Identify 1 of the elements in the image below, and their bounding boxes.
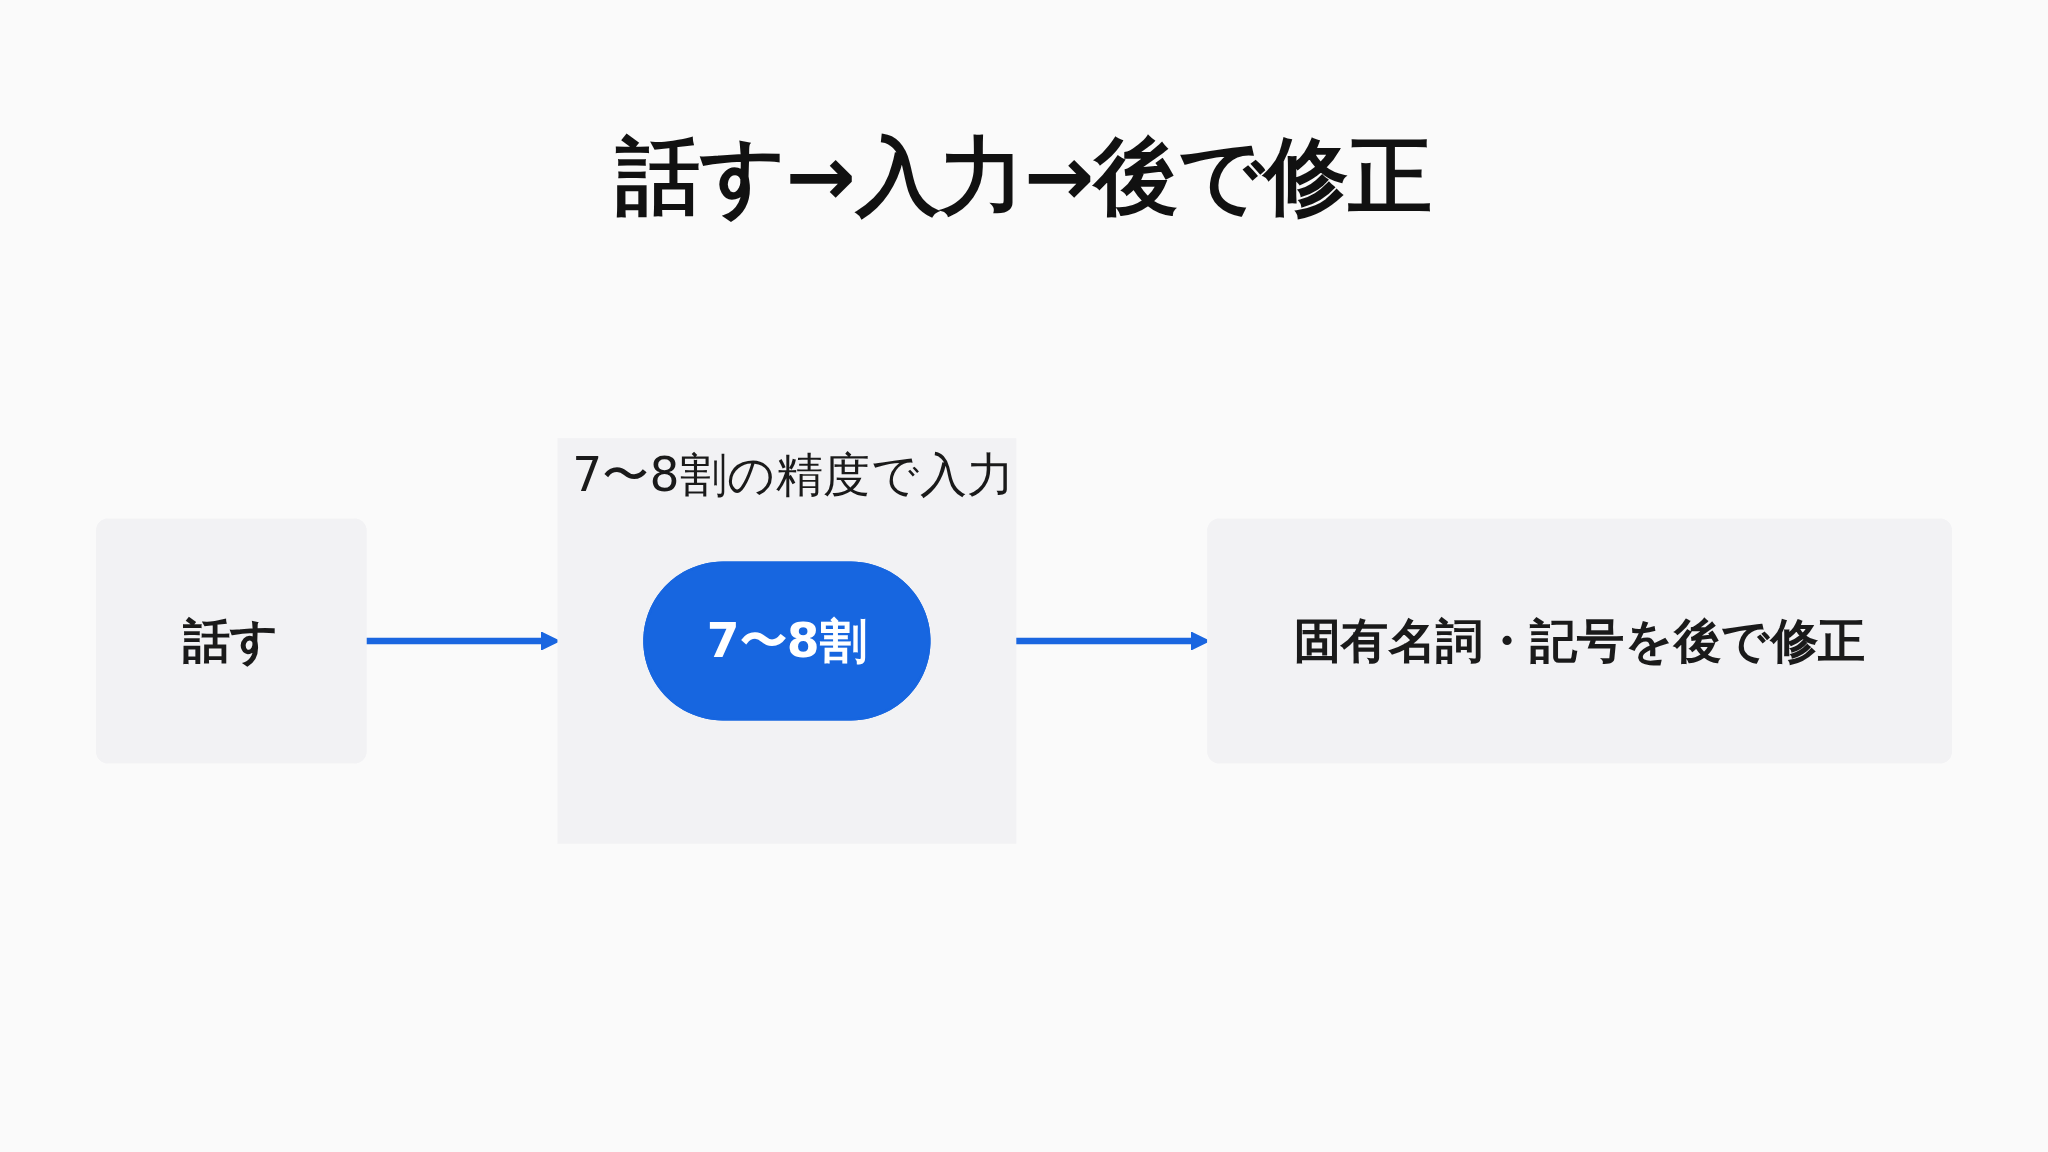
title: 話す→入力→後で修正 [615,127,1433,225]
